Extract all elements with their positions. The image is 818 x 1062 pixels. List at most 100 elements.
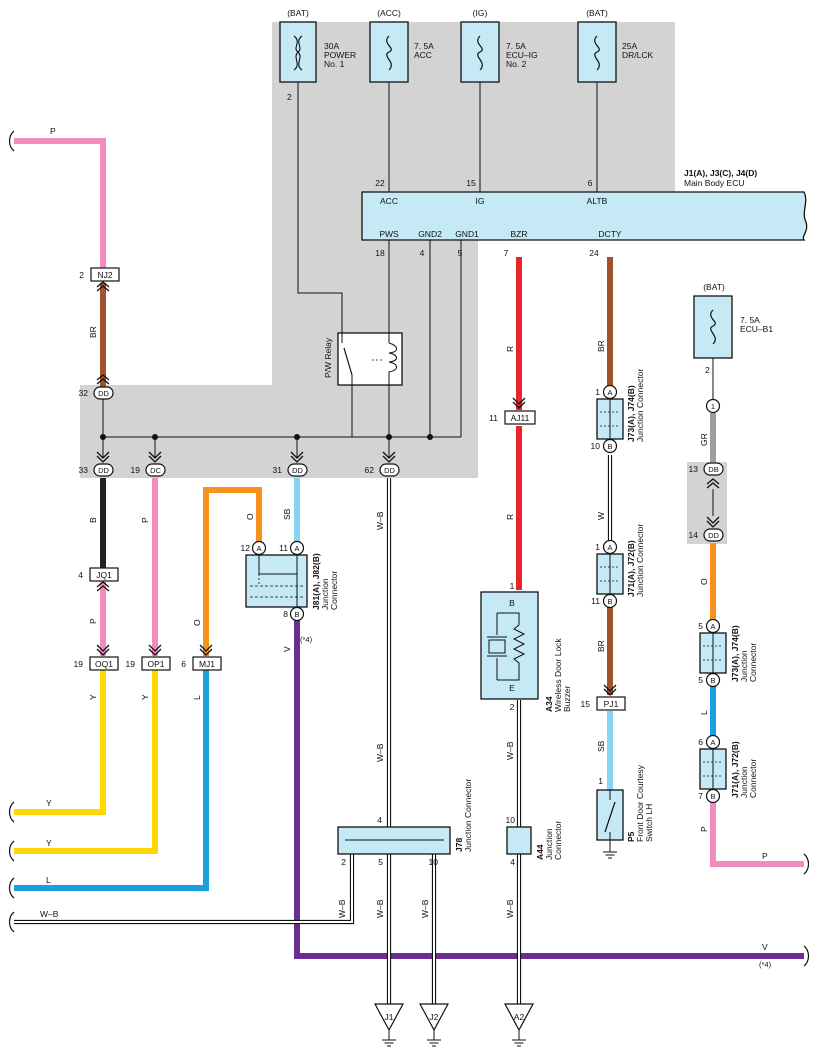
ecu-term-gnd1: GND1 [455, 229, 479, 239]
svg-text:19: 19 [74, 659, 84, 669]
svg-text:W–B: W–B [420, 899, 430, 918]
connector-dd-33: DD 33 [79, 451, 114, 477]
svg-text:AJ11: AJ11 [511, 413, 530, 423]
svg-text:Front Door Courtesy: Front Door Courtesy [635, 764, 645, 842]
svg-text:1: 1 [598, 776, 603, 786]
fuse-ecub1-rating: 7. 5A [740, 315, 760, 325]
svg-text:1: 1 [595, 387, 600, 397]
svg-text:12: 12 [241, 543, 251, 553]
svg-text:O: O [192, 619, 202, 626]
ecu-term-gnd2: GND2 [418, 229, 442, 239]
svg-text:W–B: W–B [337, 899, 347, 918]
svg-text:DD: DD [98, 466, 109, 475]
svg-text:2: 2 [510, 702, 515, 712]
svg-text:O: O [245, 513, 255, 520]
fuse-acc-rating: 7. 5A [414, 41, 434, 51]
junction-connector-j78: 4 2 5 10 J78 Junction Connector [337, 779, 473, 867]
fuse-power-no1: (BAT) 30A POWER No. 1 2 [279, 8, 356, 102]
connector-aj11: AJ11 11 [489, 397, 536, 425]
svg-text:R: R [505, 346, 515, 352]
svg-text:B: B [294, 610, 299, 619]
junction-dots [100, 434, 433, 843]
svg-text:5: 5 [698, 675, 703, 685]
svg-text:DC: DC [150, 466, 161, 475]
internal-wires [102, 82, 598, 458]
svg-text:P5: P5 [626, 831, 636, 842]
svg-text:6: 6 [698, 737, 703, 747]
white-wires [14, 455, 613, 1004]
svg-text:J78: J78 [454, 838, 464, 852]
svg-text:DB: DB [708, 465, 718, 474]
svg-text:J1: J1 [385, 1012, 394, 1022]
svg-text:19: 19 [131, 465, 141, 475]
junction-connector-j73-j74-center: A B 1 10 J73(A), J74(B) Junction Connect… [591, 369, 645, 454]
svg-text:J2: J2 [430, 1012, 439, 1022]
junction-connector-a44: 10 4 A44 Junction Connector [506, 815, 563, 867]
fuse-ecub1-source-label: (BAT) [703, 282, 725, 292]
svg-text:Y: Y [46, 838, 52, 848]
svg-text:10: 10 [506, 815, 516, 825]
svg-text:1: 1 [510, 581, 515, 591]
ecu-term-pws: PWS [379, 229, 399, 239]
svg-text:DD: DD [708, 531, 719, 540]
svg-text:GR: GR [699, 433, 709, 446]
fuse-ecu-b1: (BAT) 7. 5A ECU–B1 2 [693, 282, 773, 375]
svg-text:11: 11 [489, 413, 498, 423]
svg-text:A: A [294, 544, 299, 553]
svg-text:33: 33 [79, 465, 89, 475]
svg-text:2: 2 [79, 270, 84, 280]
svg-text:A34: A34 [544, 696, 554, 712]
svg-text:PJ1: PJ1 [604, 699, 619, 709]
fuse-drlck-name: DR/LCK [622, 50, 654, 60]
svg-text:Junction Connector: Junction Connector [463, 779, 473, 852]
svg-text:6: 6 [181, 659, 186, 669]
svg-text:BR: BR [88, 326, 98, 338]
svg-text:Buzzer: Buzzer [562, 685, 572, 712]
connector-dc-19: DC 19 [131, 451, 166, 477]
fuse-drlck-source-label: (BAT) [586, 8, 608, 18]
connector-db-13: DB 13 [689, 462, 724, 489]
svg-text:1: 1 [711, 402, 715, 411]
ecu-term-acc: ACC [380, 196, 398, 206]
svg-text:10: 10 [429, 857, 439, 867]
svg-text:DD: DD [384, 466, 395, 475]
colored-wires [14, 138, 804, 959]
main-body-ecu: J1(A), J3(C), J4(D) Main Body ECU 22 15 … [361, 168, 808, 258]
fuse-ecu-ig: (IG) 7. 5A ECU–IG No. 2 [460, 8, 538, 83]
fuse-ig-name2: No. 2 [506, 59, 527, 69]
svg-text:1: 1 [595, 542, 600, 552]
fuse-acc: (ACC) 7. 5A ACC [369, 8, 434, 83]
ground-terminals: J1 J2 A2 [373, 1003, 535, 1047]
svg-text:13: 13 [689, 464, 699, 474]
svg-text:Switch LH: Switch LH [644, 804, 654, 842]
pw-relay: P/W Relay [323, 332, 403, 386]
svg-text:62: 62 [365, 465, 375, 475]
svg-text:(*4): (*4) [759, 960, 772, 969]
junction-connectors: A A B 12 11 8 J81(A), J82(B) Junction Co… [241, 369, 758, 867]
svg-text:Junction: Junction [739, 766, 749, 798]
svg-text:Junction: Junction [739, 650, 749, 682]
svg-text:B: B [710, 792, 715, 801]
svg-text:A44: A44 [535, 844, 545, 860]
ground-j1: J1 [373, 1003, 405, 1047]
fuse-power-source-label: (BAT) [287, 8, 309, 18]
ecu-term-ig: IG [476, 196, 485, 206]
ground-j2: J2 [418, 1003, 450, 1047]
fuse-power-rating: 30A [324, 41, 339, 51]
connector-dd-62: DD 62 [365, 451, 400, 477]
ecu-pin-pws: 18 [375, 248, 385, 258]
svg-text:L: L [192, 695, 202, 700]
svg-text:32: 32 [79, 388, 89, 398]
svg-text:11: 11 [591, 596, 600, 606]
svg-text:W–B: W–B [505, 741, 515, 760]
fuse-ig-name: ECU–IG [506, 50, 538, 60]
svg-text:W–B: W–B [505, 899, 515, 918]
fuse-acc-source-label: (ACC) [377, 8, 401, 18]
fuse-dr-lck: (BAT) 25A DR/LCK [577, 8, 654, 83]
svg-text:BR: BR [596, 340, 606, 352]
